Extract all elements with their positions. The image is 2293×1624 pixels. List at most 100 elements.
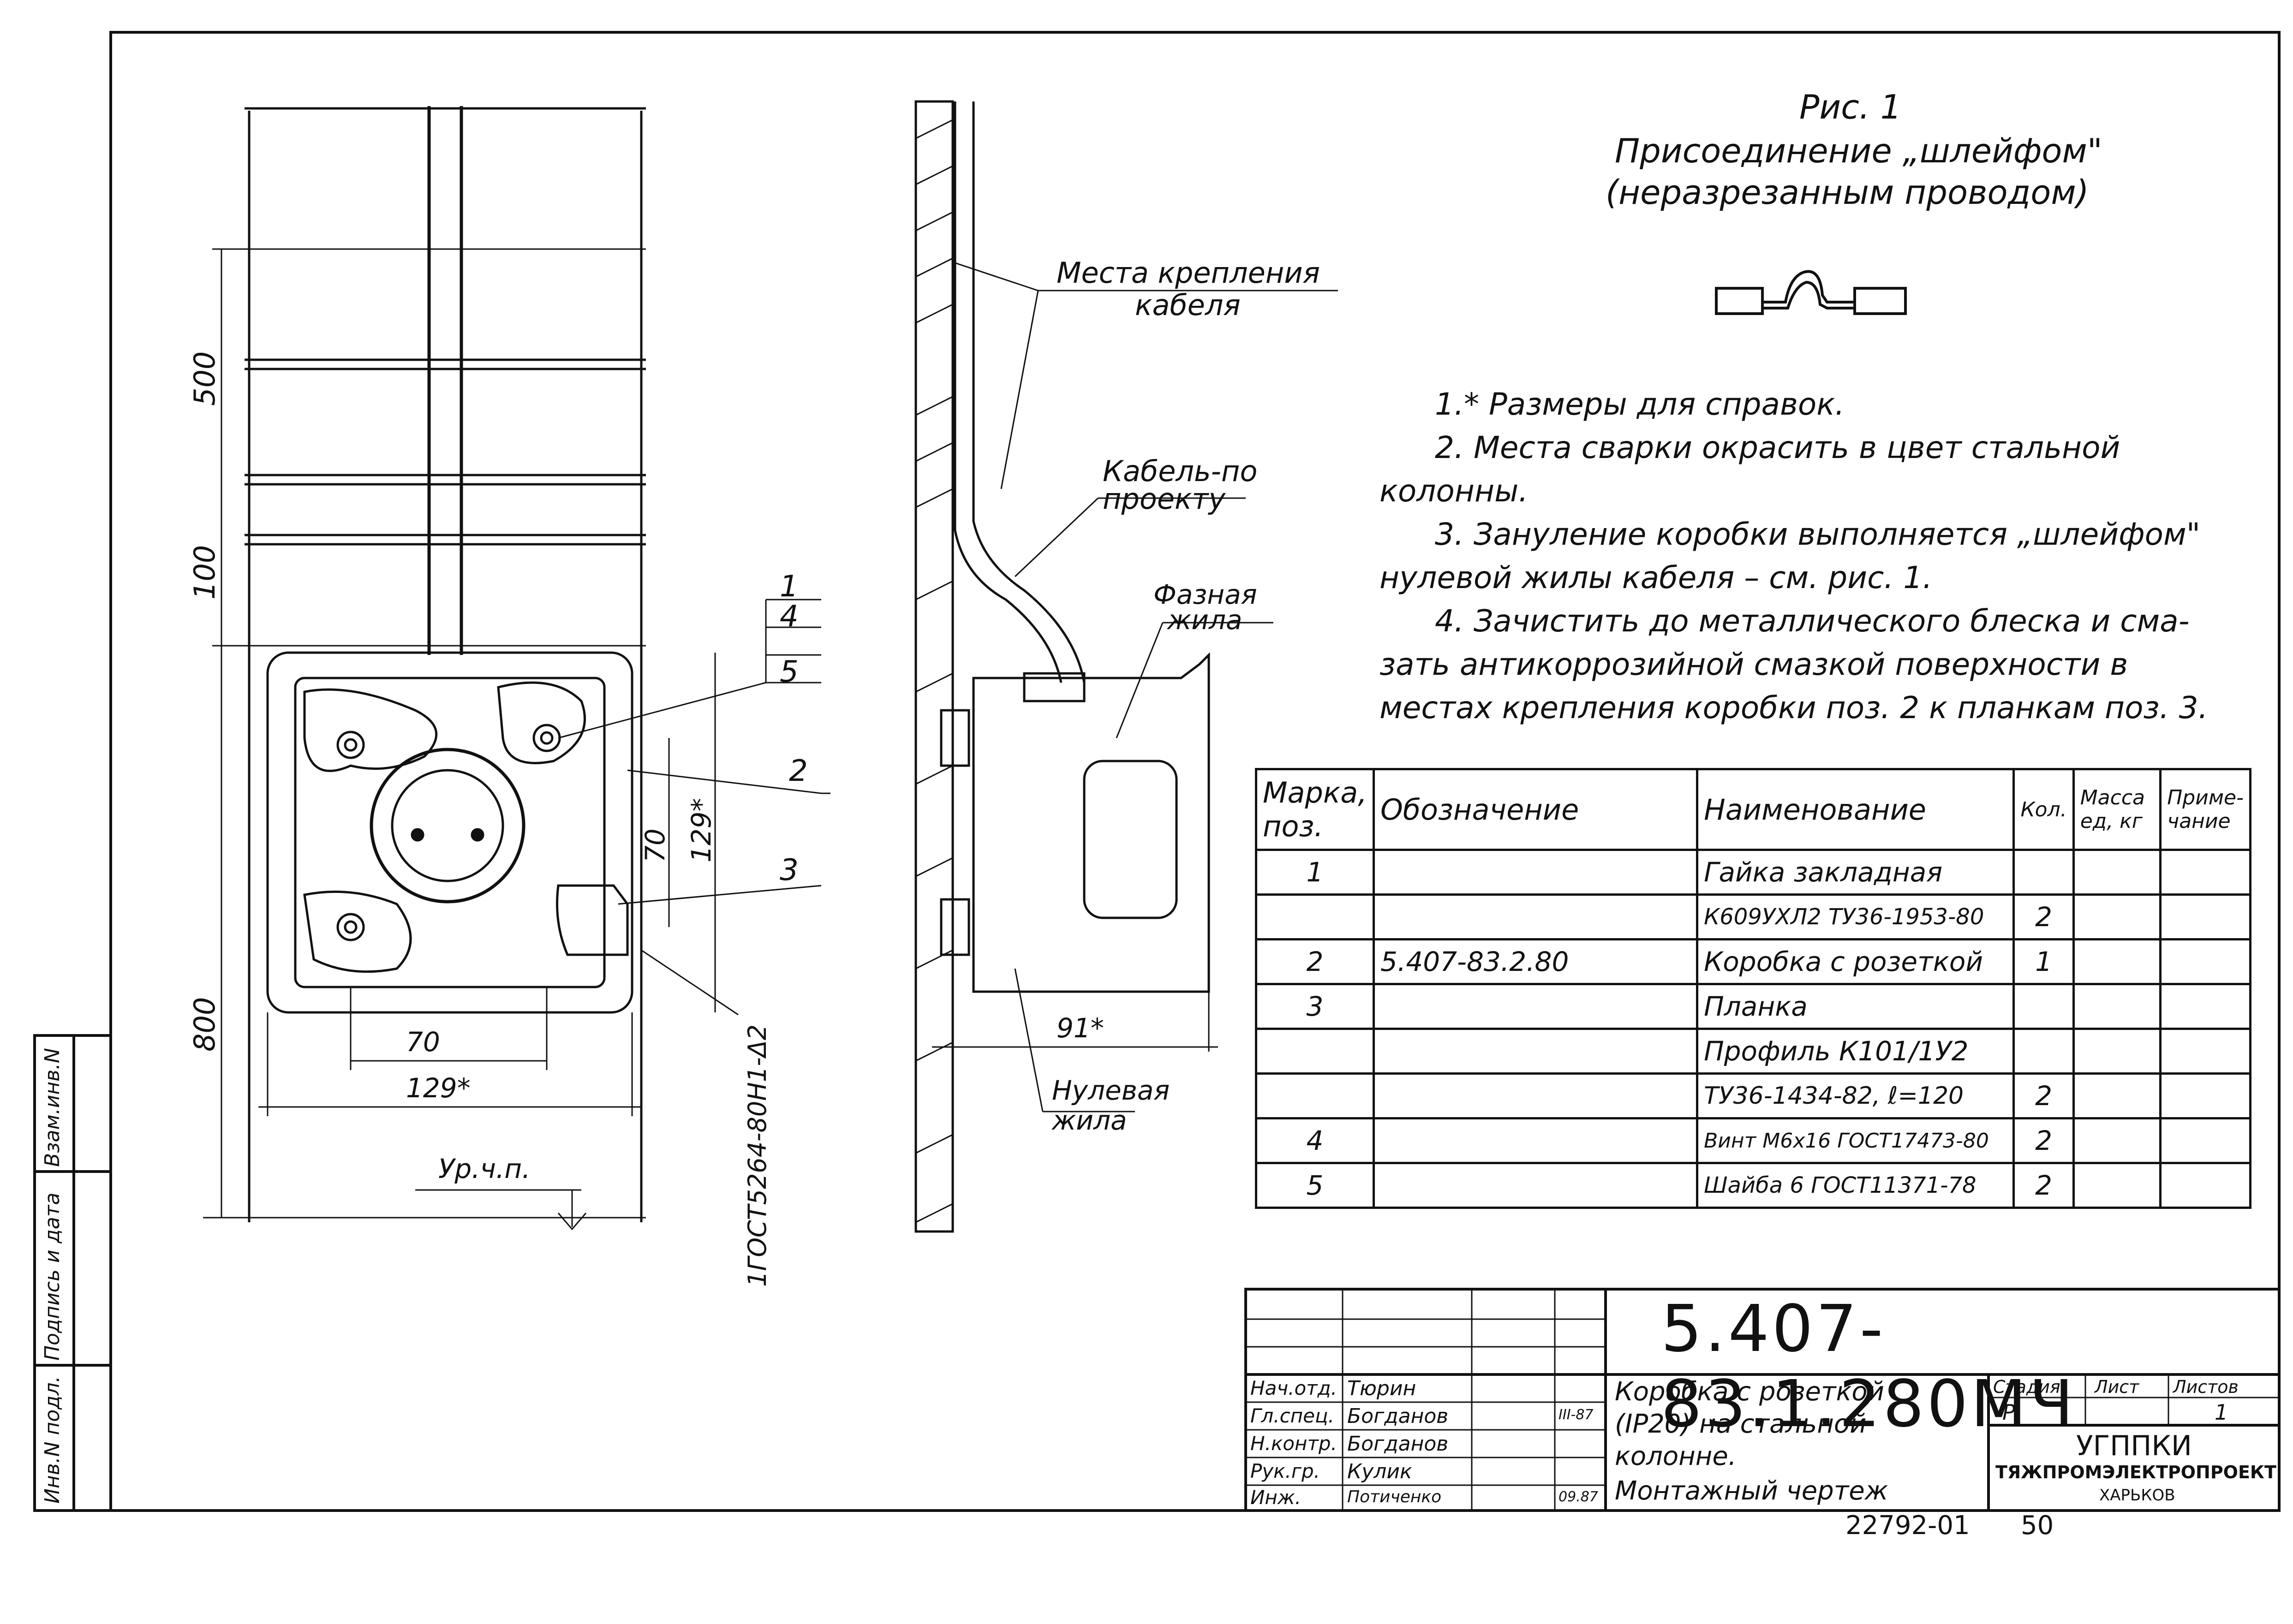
role-4: Рук.гр. [1250,1460,1320,1482]
label-cable-1: Кабель-по [1103,454,1258,488]
cell-mass [2072,1162,2162,1209]
frame-border [109,31,2281,1512]
cell-mass [2072,983,2162,1030]
stage-header: Стадия [1993,1377,2060,1397]
name-2: Богданов [1347,1404,1449,1428]
dim-129-vertical: 129* [686,798,717,863]
archive-number: 22792-01 [1845,1511,1970,1541]
cell-note [2159,1162,2251,1209]
dim-500: 500 [188,351,221,406]
figure-caption: Рис. 1 [1799,88,1902,126]
cell-name: Коробка с розеткой [1696,938,2015,985]
date-2: 09.87 [1559,1489,1598,1505]
cell-name: Профиль К101/1У2 [1696,1028,2015,1075]
org-name-1: УГППКИ [2076,1430,2192,1462]
spec-header-row: Марка, поз. Обозначение Наименование Кол… [1255,768,2251,851]
cell-mark [1255,893,1375,940]
table-row: 3 Планка [1255,983,2251,1030]
spec-table: Марка, поз. Обозначение Наименование Кол… [1255,768,2251,1209]
cell-mark: 4 [1255,1117,1375,1164]
stage-value: Р [2002,1400,2015,1425]
note-4-cont2: местах крепления коробки поз. 2 к планка… [1379,690,2208,726]
cell-name: К609УХЛ2 ТУ36-1953-80 [1696,893,2015,940]
table-row: 1 Гайка закладная [1255,849,2251,896]
cell-mark: 1 [1255,849,1375,896]
cell-designation [1372,1028,1699,1075]
cell-qty: 2 [2012,1162,2075,1209]
callout-4: 4 [780,600,799,634]
cell-name: Планка [1696,983,2015,1030]
name-1: Тюрин [1347,1377,1416,1400]
cell-mark: 5 [1255,1162,1375,1209]
cell-note [2159,893,2251,940]
cell-designation [1372,983,1699,1030]
role-2: Гл.спец. [1250,1404,1334,1427]
label-cable-mount-2: кабеля [1135,288,1241,322]
cell-designation [1372,1072,1699,1119]
sheets-header: Листов [2173,1377,2239,1397]
stamp-signature-date: Подпись и дата [41,1192,64,1361]
note-2: 2. Места сварки окрасить в цвет стальной [1435,430,2120,465]
callout-3: 3 [780,853,799,887]
cell-name: Гайка закладная [1696,849,2015,896]
header-mass: Масса ед, кг [2072,768,2162,851]
header-qty: Кол. [2012,768,2075,851]
callout-1: 1 [780,570,799,604]
cell-note [2159,983,2251,1030]
cell-name: ТУ36-1434-82, ℓ=120 [1696,1072,2015,1119]
cell-note [2159,849,2251,896]
note-3-cont: нулевой жилы кабеля – см. рис. 1. [1379,560,1933,595]
name-4: Кулик [1347,1460,1412,1483]
cell-qty: 1 [2012,938,2075,985]
name-5: Потиченко [1347,1487,1442,1506]
cell-qty [2012,1028,2075,1075]
note-4-cont: зать антикоррозийной смазкой поверхности… [1379,647,2128,682]
dim-70-vertical: 70 [639,828,671,863]
label-cable-mount-1: Места крепления [1057,256,1320,290]
role-3: Н.контр. [1250,1432,1337,1455]
doc-title-1: Коробка с розеткой [1615,1377,1885,1407]
figure-title-1: Присоединение „шлейфом" [1615,131,2102,170]
weld-note: 1ГОСТ5264-80Н1-Δ2 [743,1024,772,1287]
title-block-frame [1244,1288,2281,1512]
label-cable-2: проекту [1103,482,1226,516]
dim-800: 800 [188,997,221,1052]
stamp-inv-original: Инв.N подл. [41,1376,64,1504]
note-3: 3. Зануление коробки выполняется „шлейфо… [1435,517,2201,552]
cell-designation [1372,893,1699,940]
level-label: Ур.ч.п. [438,1153,531,1184]
figure-title-2: (неразрезанным проводом) [1606,173,2089,212]
cell-qty: 2 [2012,1117,2075,1164]
dim-91: 91* [1057,1012,1104,1044]
name-3: Богданов [1347,1432,1449,1456]
dim-129-horizontal: 129* [406,1072,471,1104]
front-view [203,106,830,1231]
cell-note [2159,1117,2251,1164]
cell-mass [2072,849,2162,896]
cell-note [2159,1072,2251,1119]
sheets-value: 1 [2215,1400,2228,1425]
cell-name: Винт М6х16 ГОСТ17473-80 [1696,1117,2015,1164]
cell-mass [2072,938,2162,985]
cell-mass [2072,1028,2162,1075]
note-1: 1.* Размеры для справок. [1435,387,1845,422]
cell-designation [1372,1162,1699,1209]
role-1: Нач.отд. [1250,1377,1338,1399]
header-mark: Марка, поз. [1255,768,1375,851]
dim-70-horizontal: 70 [406,1026,440,1058]
header-note: Приме- чание [2159,768,2251,851]
label-neutral-2: жила [1052,1105,1127,1136]
role-5: Инж. [1250,1486,1302,1509]
side-view [914,100,1338,1233]
cell-mark: 3 [1255,983,1375,1030]
note-4: 4. Зачистить до металлического блеска и … [1435,603,2190,639]
cell-designation: 5.407-83.2.80 [1372,938,1699,985]
table-row: Профиль К101/1У2 [1255,1028,2251,1075]
